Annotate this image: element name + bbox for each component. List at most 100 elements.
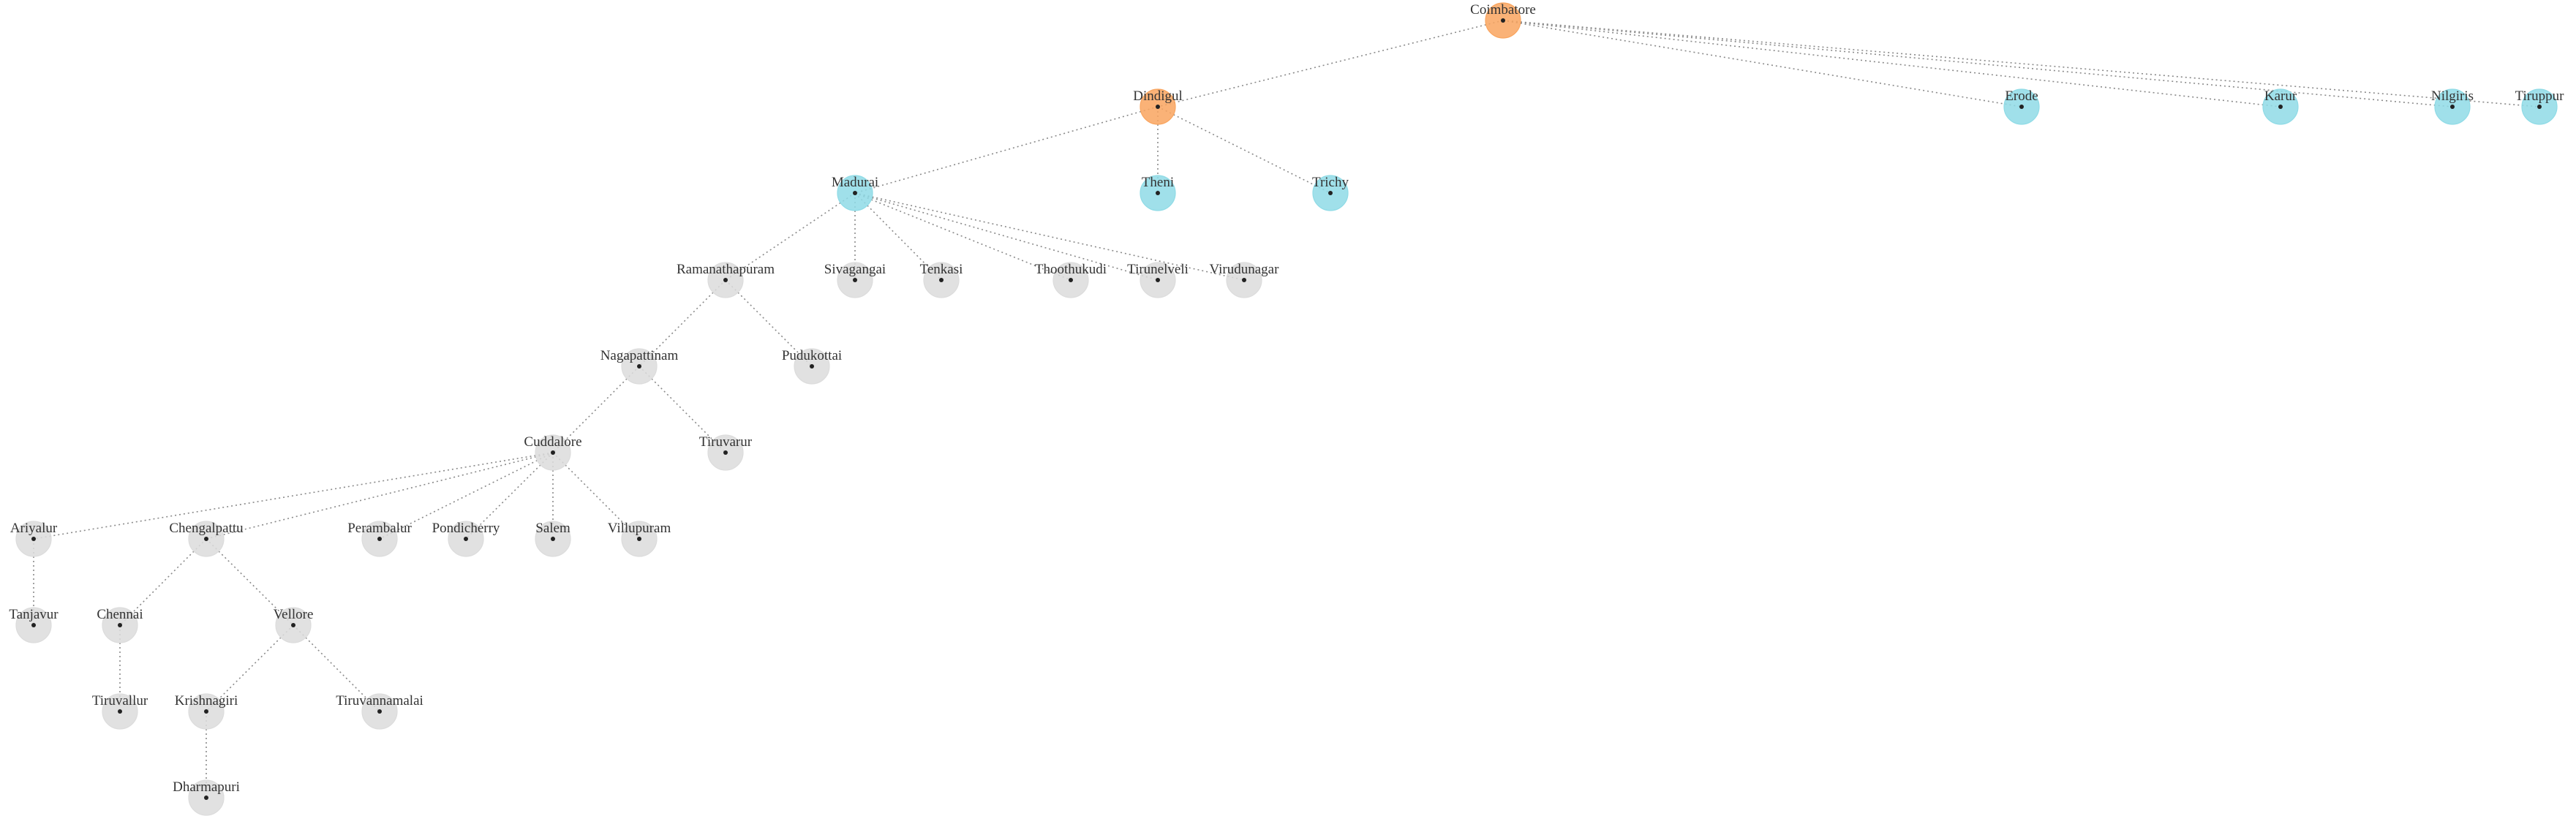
node-label-tiruvarur: Tiruvarur bbox=[699, 434, 753, 450]
edge-vellore-krishnagiri bbox=[206, 624, 294, 712]
node-center-dot bbox=[2019, 105, 2024, 109]
node-coimbatore: Coimbatore bbox=[1470, 2, 1536, 39]
node-krishnagiri: Krishnagiri bbox=[175, 693, 238, 730]
node-ariyalur: Ariyalur bbox=[10, 521, 58, 557]
edge-cuddalore-villupuram bbox=[552, 452, 640, 540]
edge-chengalpattu-chennai bbox=[119, 538, 207, 626]
node-cuddalore: Cuddalore bbox=[524, 434, 582, 471]
node-center-dot bbox=[204, 537, 208, 541]
node-chennai: Chennai bbox=[97, 607, 143, 643]
node-label-tiruvallur: Tiruvallur bbox=[92, 693, 148, 709]
node-center-dot bbox=[377, 709, 382, 714]
node-label-sivagangai: Sivagangai bbox=[824, 262, 886, 277]
node-label-erode: Erode bbox=[2005, 88, 2038, 104]
edge-nagapattinam-cuddalore bbox=[552, 366, 640, 453]
edge-dindigul-madurai bbox=[854, 106, 1159, 194]
node-nagapattinam: Nagapattinam bbox=[600, 348, 679, 385]
node-center-dot bbox=[1242, 278, 1246, 282]
edges-layer bbox=[33, 20, 2540, 798]
node-villupuram: Villupuram bbox=[608, 521, 671, 557]
node-label-perambalur: Perambalur bbox=[347, 521, 412, 536]
node-label-karur: Karur bbox=[2264, 88, 2297, 104]
node-center-dot bbox=[31, 623, 36, 627]
node-center-dot bbox=[118, 709, 122, 714]
node-label-ramanathapuram: Ramanathapuram bbox=[677, 262, 775, 277]
node-dindigul: Dindigul bbox=[1133, 88, 1183, 125]
node-label-tenkasi: Tenkasi bbox=[920, 262, 963, 277]
node-label-chengalpattu: Chengalpattu bbox=[169, 521, 244, 536]
edge-coimbatore-erode bbox=[1502, 20, 2022, 107]
edge-coimbatore-dindigul bbox=[1157, 20, 1504, 107]
node-label-villupuram: Villupuram bbox=[608, 521, 671, 536]
node-label-salem: Salem bbox=[535, 521, 570, 536]
node-virudunagar: Virudunagar bbox=[1210, 262, 1279, 298]
node-center-dot bbox=[118, 623, 122, 627]
node-tiruvannamalai: Tiruvannamalai bbox=[336, 693, 423, 730]
node-sivagangai: Sivagangai bbox=[824, 262, 886, 298]
edge-madurai-thoothukudi bbox=[854, 192, 1072, 281]
edge-ramanathapuram-nagapattinam bbox=[639, 279, 726, 367]
node-label-nagapattinam: Nagapattinam bbox=[600, 348, 679, 363]
node-center-dot bbox=[31, 537, 36, 541]
node-tiruvarur: Tiruvarur bbox=[699, 434, 753, 471]
node-center-dot bbox=[1156, 278, 1160, 282]
node-tiruppur: Tiruppur bbox=[2515, 88, 2565, 125]
edge-cuddalore-pondicherry bbox=[465, 452, 554, 540]
edge-coimbatore-karur bbox=[1502, 20, 2281, 107]
node-erode: Erode bbox=[2003, 88, 2040, 125]
node-center-dot bbox=[377, 537, 382, 541]
node-chengalpattu: Chengalpattu bbox=[169, 521, 244, 557]
node-label-chennai: Chennai bbox=[97, 607, 143, 622]
edge-chengalpattu-vellore bbox=[206, 538, 294, 626]
node-center-dot bbox=[2450, 105, 2455, 109]
node-center-dot bbox=[1501, 18, 1505, 23]
node-label-vellore: Vellore bbox=[274, 607, 314, 622]
node-label-tirunelveli: Tirunelveli bbox=[1127, 262, 1189, 277]
node-perambalur: Perambalur bbox=[347, 521, 412, 557]
node-center-dot bbox=[204, 796, 208, 800]
node-label-trichy: Trichy bbox=[1312, 175, 1349, 190]
node-label-ariyalur: Ariyalur bbox=[10, 521, 58, 536]
node-label-krishnagiri: Krishnagiri bbox=[175, 693, 238, 709]
node-center-dot bbox=[939, 278, 944, 282]
node-karur: Karur bbox=[2262, 88, 2299, 125]
edge-ramanathapuram-pudukottai bbox=[725, 279, 813, 367]
node-label-tanjavur: Tanjavur bbox=[9, 607, 59, 622]
node-center-dot bbox=[1069, 278, 1073, 282]
node-madurai: Madurai bbox=[832, 175, 878, 211]
edge-nagapattinam-tiruvarur bbox=[639, 366, 726, 453]
node-tenkasi: Tenkasi bbox=[920, 262, 963, 298]
node-center-dot bbox=[204, 709, 208, 714]
edge-vellore-tiruvannamalai bbox=[293, 624, 380, 712]
node-center-dot bbox=[291, 623, 295, 627]
node-theni: Theni bbox=[1140, 175, 1176, 211]
edge-madurai-tenkasi bbox=[854, 192, 942, 281]
node-center-dot bbox=[810, 364, 814, 369]
node-center-dot bbox=[723, 450, 728, 455]
node-center-dot bbox=[2537, 105, 2542, 109]
node-center-dot bbox=[1156, 191, 1160, 195]
node-tiruvallur: Tiruvallur bbox=[92, 693, 148, 730]
node-vellore: Vellore bbox=[274, 607, 314, 643]
node-label-tiruppur: Tiruppur bbox=[2515, 88, 2565, 104]
node-tirunelveli: Tirunelveli bbox=[1127, 262, 1189, 298]
node-thoothukudi: Thoothukudi bbox=[1035, 262, 1107, 298]
node-pudukottai: Pudukottai bbox=[782, 348, 842, 385]
node-pondicherry: Pondicherry bbox=[432, 521, 500, 557]
node-label-coimbatore: Coimbatore bbox=[1470, 2, 1536, 18]
node-label-theni: Theni bbox=[1142, 175, 1174, 190]
node-center-dot bbox=[1156, 105, 1160, 109]
edge-madurai-tirunelveli bbox=[854, 192, 1159, 281]
node-center-dot bbox=[1328, 191, 1333, 195]
node-center-dot bbox=[637, 537, 641, 541]
node-center-dot bbox=[637, 364, 641, 369]
node-label-dharmapuri: Dharmapuri bbox=[173, 779, 240, 795]
node-ramanathapuram: Ramanathapuram bbox=[677, 262, 775, 298]
node-center-dot bbox=[551, 450, 555, 455]
node-trichy: Trichy bbox=[1312, 175, 1349, 211]
node-center-dot bbox=[723, 278, 728, 282]
node-label-pondicherry: Pondicherry bbox=[432, 521, 500, 536]
node-label-nilgiris: Nilgiris bbox=[2431, 88, 2474, 104]
node-tanjavur: Tanjavur bbox=[9, 607, 59, 643]
